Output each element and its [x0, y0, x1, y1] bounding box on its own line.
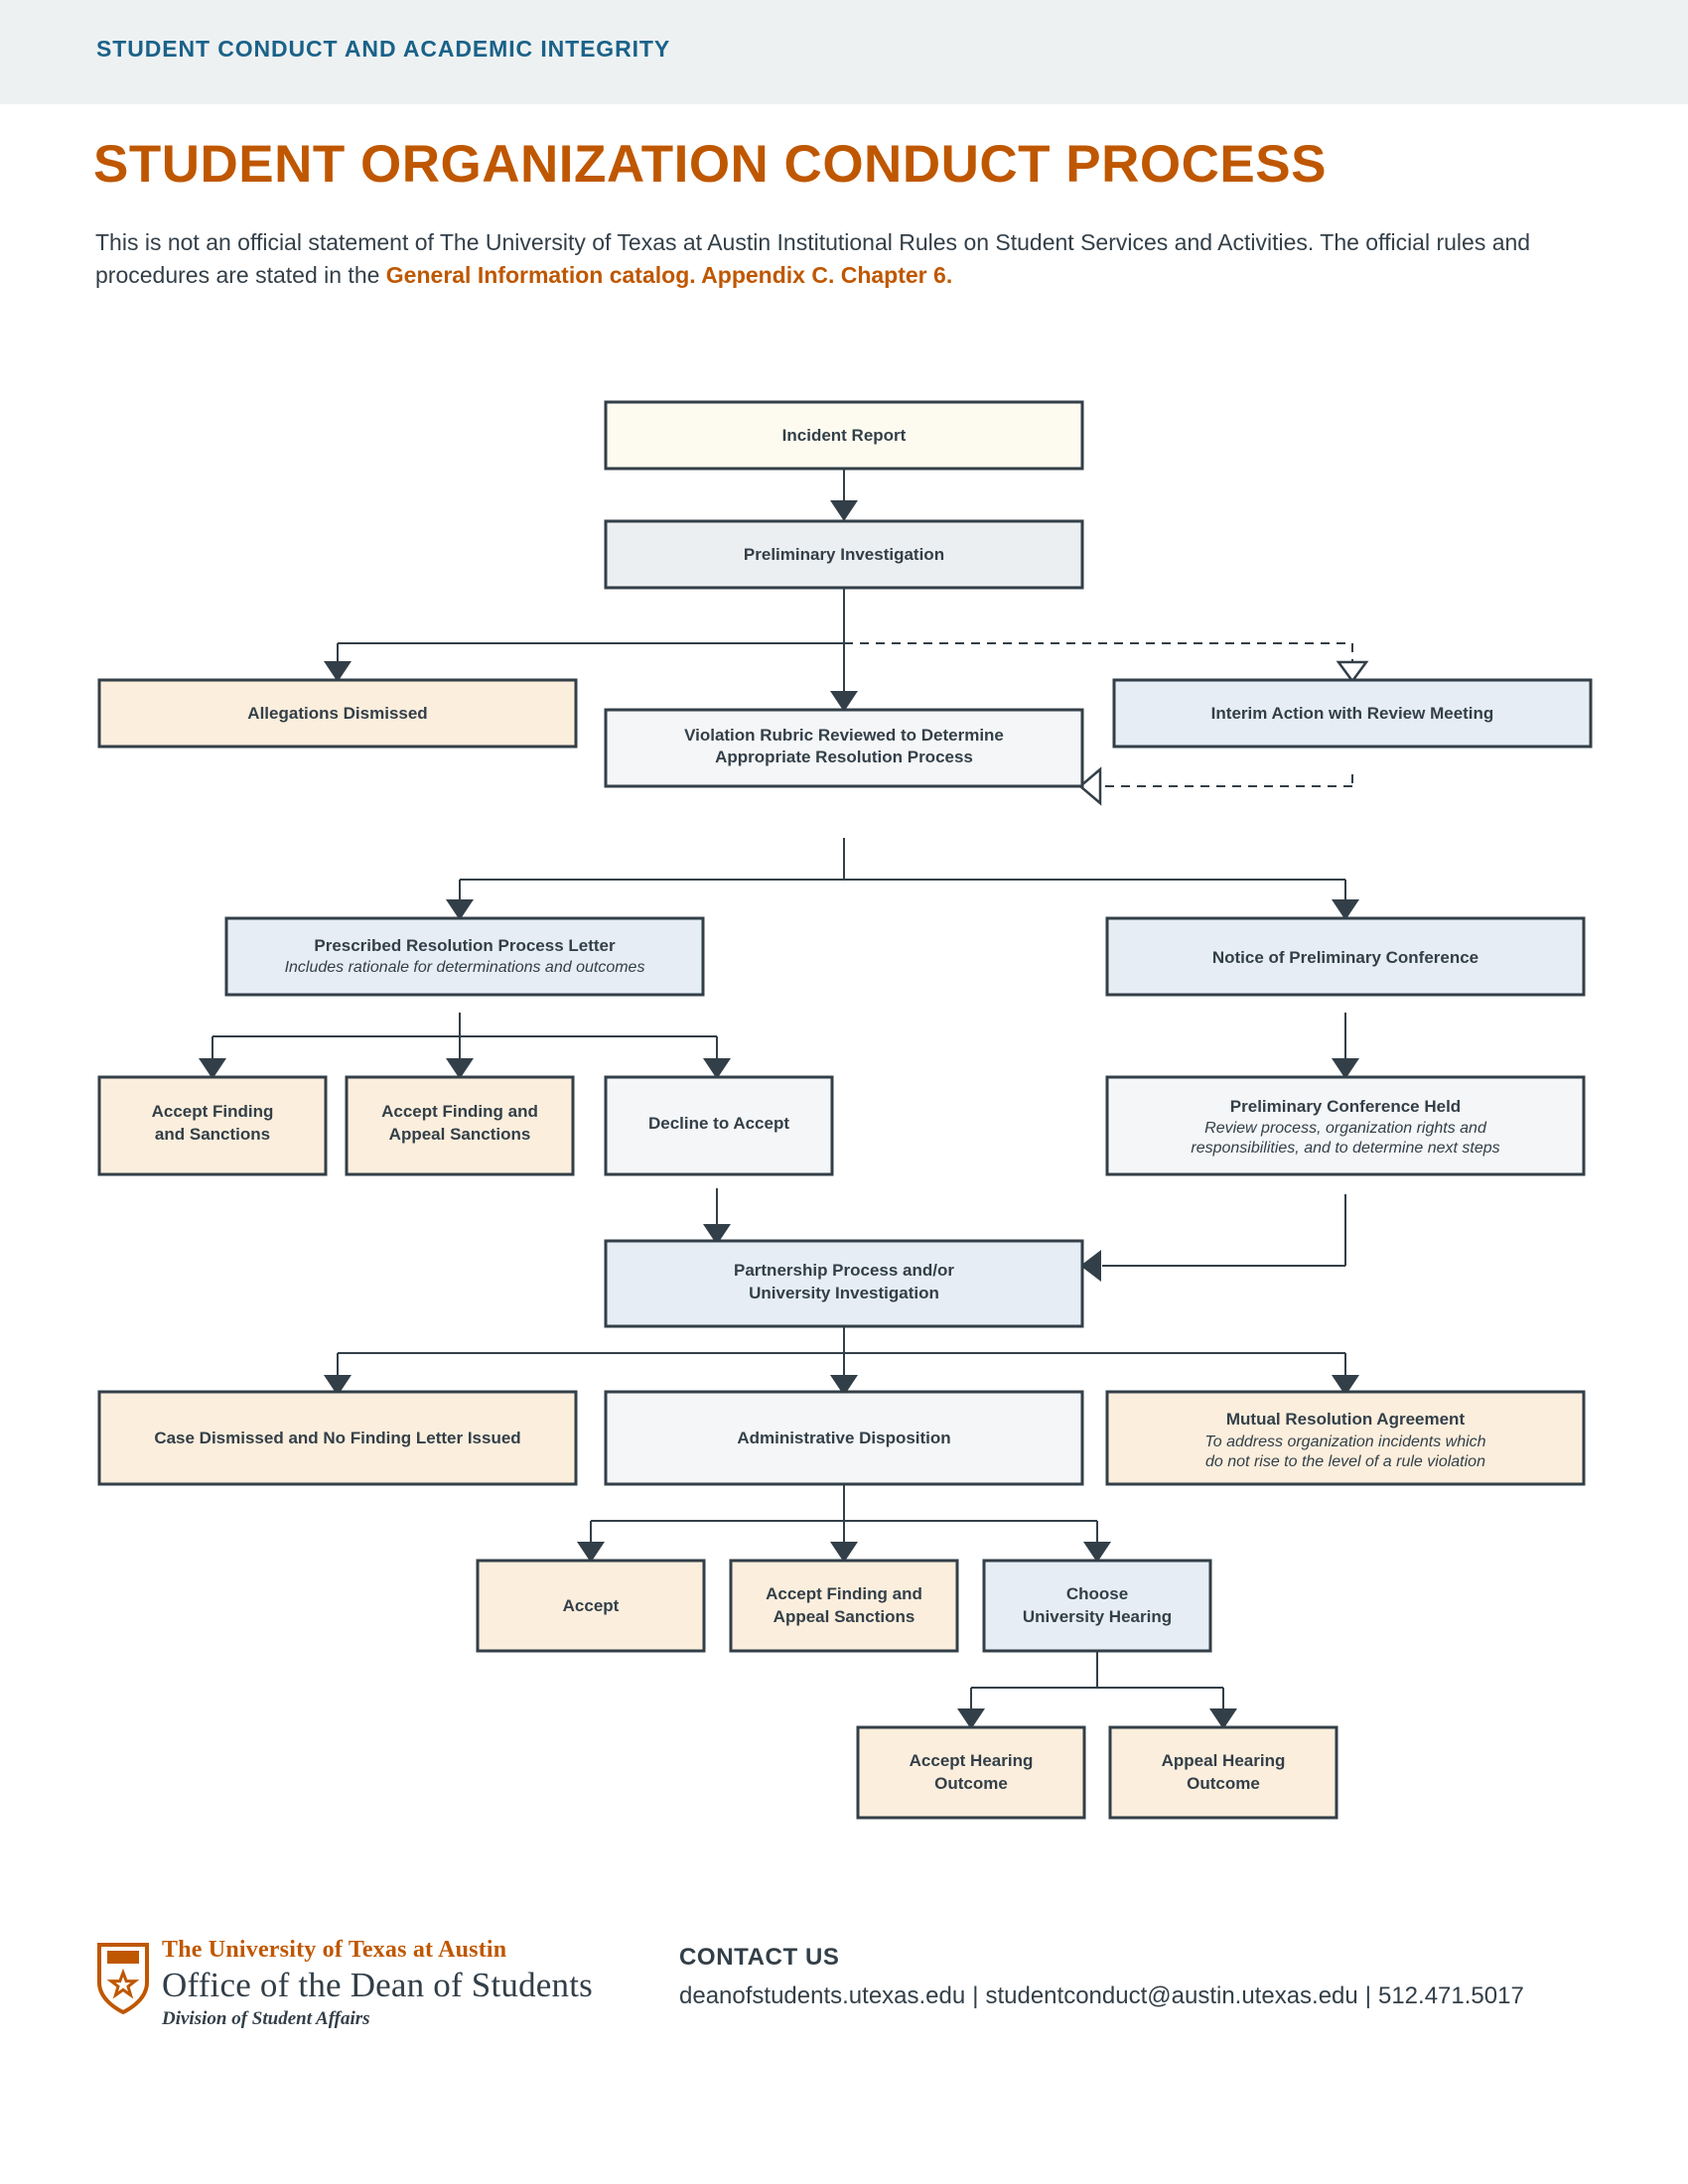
logo-office-line: Office of the Dean of Students	[162, 1966, 593, 2004]
node-interim-action[interactable]: Interim Action with Review Meeting	[1112, 678, 1593, 749]
lede-text: This is not an official statement of The…	[95, 229, 1531, 288]
node-preliminary-investigation[interactable]: Preliminary Investigation	[604, 519, 1084, 590]
choose-university-hearing-label-2: University Hearing	[1023, 1607, 1172, 1626]
arrowhead-administrative-disposition	[830, 1375, 858, 1396]
preliminary-investigation-label: Preliminary Investigation	[744, 545, 944, 564]
arrowhead-case-dismissed	[324, 1375, 352, 1396]
decline-to-accept-label: Decline to Accept	[648, 1114, 789, 1133]
node-decline-to-accept[interactable]: Decline to Accept	[604, 1075, 834, 1176]
node-violation-rubric[interactable]: Violation Rubric Reviewed to Determine A…	[604, 708, 1084, 788]
contact-phone[interactable]: 512.471.5017	[1377, 1982, 1524, 2009]
prescribed-letter-label: Prescribed Resolution Process Letter	[314, 936, 616, 955]
interim-action-label: Interim Action with Review Meeting	[1211, 704, 1494, 723]
mutual-resolution-sub-2: do not rise to the level of a rule viola…	[1205, 1453, 1485, 1470]
node-case-dismissed[interactable]: Case Dismissed and No Finding Letter Iss…	[97, 1390, 578, 1486]
allegations-dismissed-label: Allegations Dismissed	[247, 704, 427, 723]
accept-label: Accept	[563, 1596, 620, 1615]
arrowhead-accept-finding-appeal	[446, 1058, 474, 1079]
header-band	[0, 0, 1688, 104]
arrowhead-partnership-left	[1080, 1250, 1101, 1282]
contact-details: deanofstudents.utexas.edu|studentconduct…	[679, 1982, 1524, 2010]
node-accept-finding-and-sanctions[interactable]: Accept Finding and Sanctions	[97, 1075, 328, 1176]
preliminary-conference-held-sub-1: Review process, organization rights and	[1204, 1120, 1487, 1137]
contact-separator-1: |	[972, 1982, 979, 2009]
footer: The University of Texas at Austin Office…	[0, 1937, 1688, 2100]
arrowhead-accept-finding-appeal-2	[830, 1542, 858, 1563]
node-accept-finding-and-appeal-sanctions[interactable]: Accept Finding and Appeal Sanctions	[345, 1075, 575, 1176]
dean-of-students-logo-text: The University of Texas at Austin Office…	[162, 1937, 593, 2030]
accept-finding-appeal-2-label-2: Appeal Sanctions	[774, 1607, 915, 1626]
arrowhead-mutual-resolution	[1332, 1375, 1359, 1396]
node-mutual-resolution-agreement[interactable]: Mutual Resolution Agreement To address o…	[1105, 1390, 1586, 1486]
accept-hearing-outcome-label-2: Outcome	[934, 1774, 1008, 1793]
accept-finding-sanctions-label-1: Accept Finding	[152, 1102, 274, 1121]
arrowhead-incident-to-prelim	[830, 500, 858, 521]
preliminary-conference-held-sub-2: responsibilities, and to determine next …	[1191, 1140, 1499, 1157]
case-dismissed-label: Case Dismissed and No Finding Letter Iss…	[154, 1429, 520, 1447]
contact-email[interactable]: studentconduct@austin.utexas.edu	[985, 1982, 1358, 2009]
arrowhead-accept	[577, 1542, 605, 1563]
arrowhead-rubric-left-open	[1078, 766, 1102, 806]
arrowhead-preliminary-conf-held	[1332, 1058, 1359, 1079]
lede-paragraph: This is not an official statement of The…	[95, 226, 1555, 292]
header-eyebrow: Student Conduct and Academic Integrity	[96, 36, 671, 62]
appeal-hearing-outcome-label-1: Appeal Hearing	[1162, 1751, 1286, 1770]
arrowhead-interim-action-open	[1336, 660, 1369, 684]
arrowhead-accept-hearing-outcome	[957, 1708, 985, 1729]
preliminary-conference-held-label: Preliminary Conference Held	[1230, 1097, 1461, 1116]
accept-finding-appeal-2-label-1: Accept Finding and	[766, 1584, 922, 1603]
arrowhead-partnership-top	[703, 1224, 731, 1245]
arrowhead-accept-finding-sanctions	[199, 1058, 226, 1079]
violation-rubric-label-2: Appropriate Resolution Process	[715, 748, 973, 766]
mutual-resolution-sub-1: To address organization incidents which	[1204, 1433, 1485, 1450]
notice-preliminary-conference-label: Notice of Preliminary Conference	[1212, 948, 1478, 967]
accept-finding-sanctions-label-2: and Sanctions	[155, 1125, 270, 1144]
node-administrative-disposition[interactable]: Administrative Disposition	[604, 1390, 1084, 1486]
violation-rubric-label-1: Violation Rubric Reviewed to Determine	[684, 726, 1004, 745]
partnership-process-label-2: University Investigation	[749, 1284, 939, 1302]
node-notice-preliminary-conference[interactable]: Notice of Preliminary Conference	[1105, 916, 1586, 997]
node-partnership-process[interactable]: Partnership Process and/or University In…	[604, 1239, 1084, 1328]
appeal-hearing-outcome-label-2: Outcome	[1187, 1774, 1260, 1793]
node-appeal-hearing-outcome[interactable]: Appeal Hearing Outcome	[1108, 1725, 1338, 1820]
administrative-disposition-label: Administrative Disposition	[737, 1429, 950, 1447]
arrowhead-decline-to-accept	[703, 1058, 731, 1079]
accept-finding-appeal-label-2: Appeal Sanctions	[389, 1125, 531, 1144]
arrowhead-notice-prelim-conf	[1332, 899, 1359, 920]
mutual-resolution-label: Mutual Resolution Agreement	[1226, 1410, 1466, 1429]
node-accept[interactable]: Accept	[476, 1559, 706, 1653]
prescribed-letter-sub: Includes rationale for determinations an…	[285, 959, 645, 976]
logo-division-line: Division of Student Affairs	[162, 2008, 370, 2029]
ut-shield-icon	[97, 1943, 149, 2014]
node-choose-university-hearing[interactable]: Choose University Hearing	[982, 1559, 1212, 1653]
node-accept-finding-and-appeal-sanctions-2[interactable]: Accept Finding and Appeal Sanctions	[729, 1559, 959, 1653]
arrowhead-allegations-dismissed	[324, 661, 352, 682]
accept-hearing-outcome-label-1: Accept Hearing	[910, 1751, 1034, 1770]
node-prescribed-letter[interactable]: Prescribed Resolution Process Letter Inc…	[224, 916, 705, 997]
node-accept-hearing-outcome[interactable]: Accept Hearing Outcome	[856, 1725, 1086, 1820]
partnership-process-label-1: Partnership Process and/or	[734, 1261, 954, 1280]
node-preliminary-conference-held[interactable]: Preliminary Conference Held Review proce…	[1105, 1075, 1586, 1176]
arrowhead-appeal-hearing-outcome	[1209, 1708, 1237, 1729]
page-title: Student Organization Conduct Process	[93, 135, 1327, 194]
contact-website[interactable]: deanofstudents.utexas.edu	[679, 1982, 966, 2009]
accept-finding-appeal-label-1: Accept Finding and	[381, 1102, 538, 1121]
logo-university-line: The University of Texas at Austin	[162, 1937, 507, 1963]
contact-us-heading: Contact Us	[679, 1944, 840, 1971]
arrowhead-prescribed-letter	[446, 899, 474, 920]
incident-report-label: Incident Report	[782, 426, 907, 445]
contact-separator-2: |	[1364, 1982, 1371, 2009]
arrowhead-violation-rubric	[830, 691, 858, 712]
node-incident-report[interactable]: Incident Report	[604, 400, 1084, 471]
conduct-process-flowchart: Incident Report Preliminary Investigatio…	[97, 400, 1593, 1820]
general-information-catalog-link[interactable]: General Information catalog. Appendix C.…	[385, 262, 953, 288]
node-allegations-dismissed[interactable]: Allegations Dismissed	[97, 678, 578, 749]
arrowhead-choose-university-hearing	[1083, 1542, 1111, 1563]
choose-university-hearing-label-1: Choose	[1066, 1584, 1128, 1603]
